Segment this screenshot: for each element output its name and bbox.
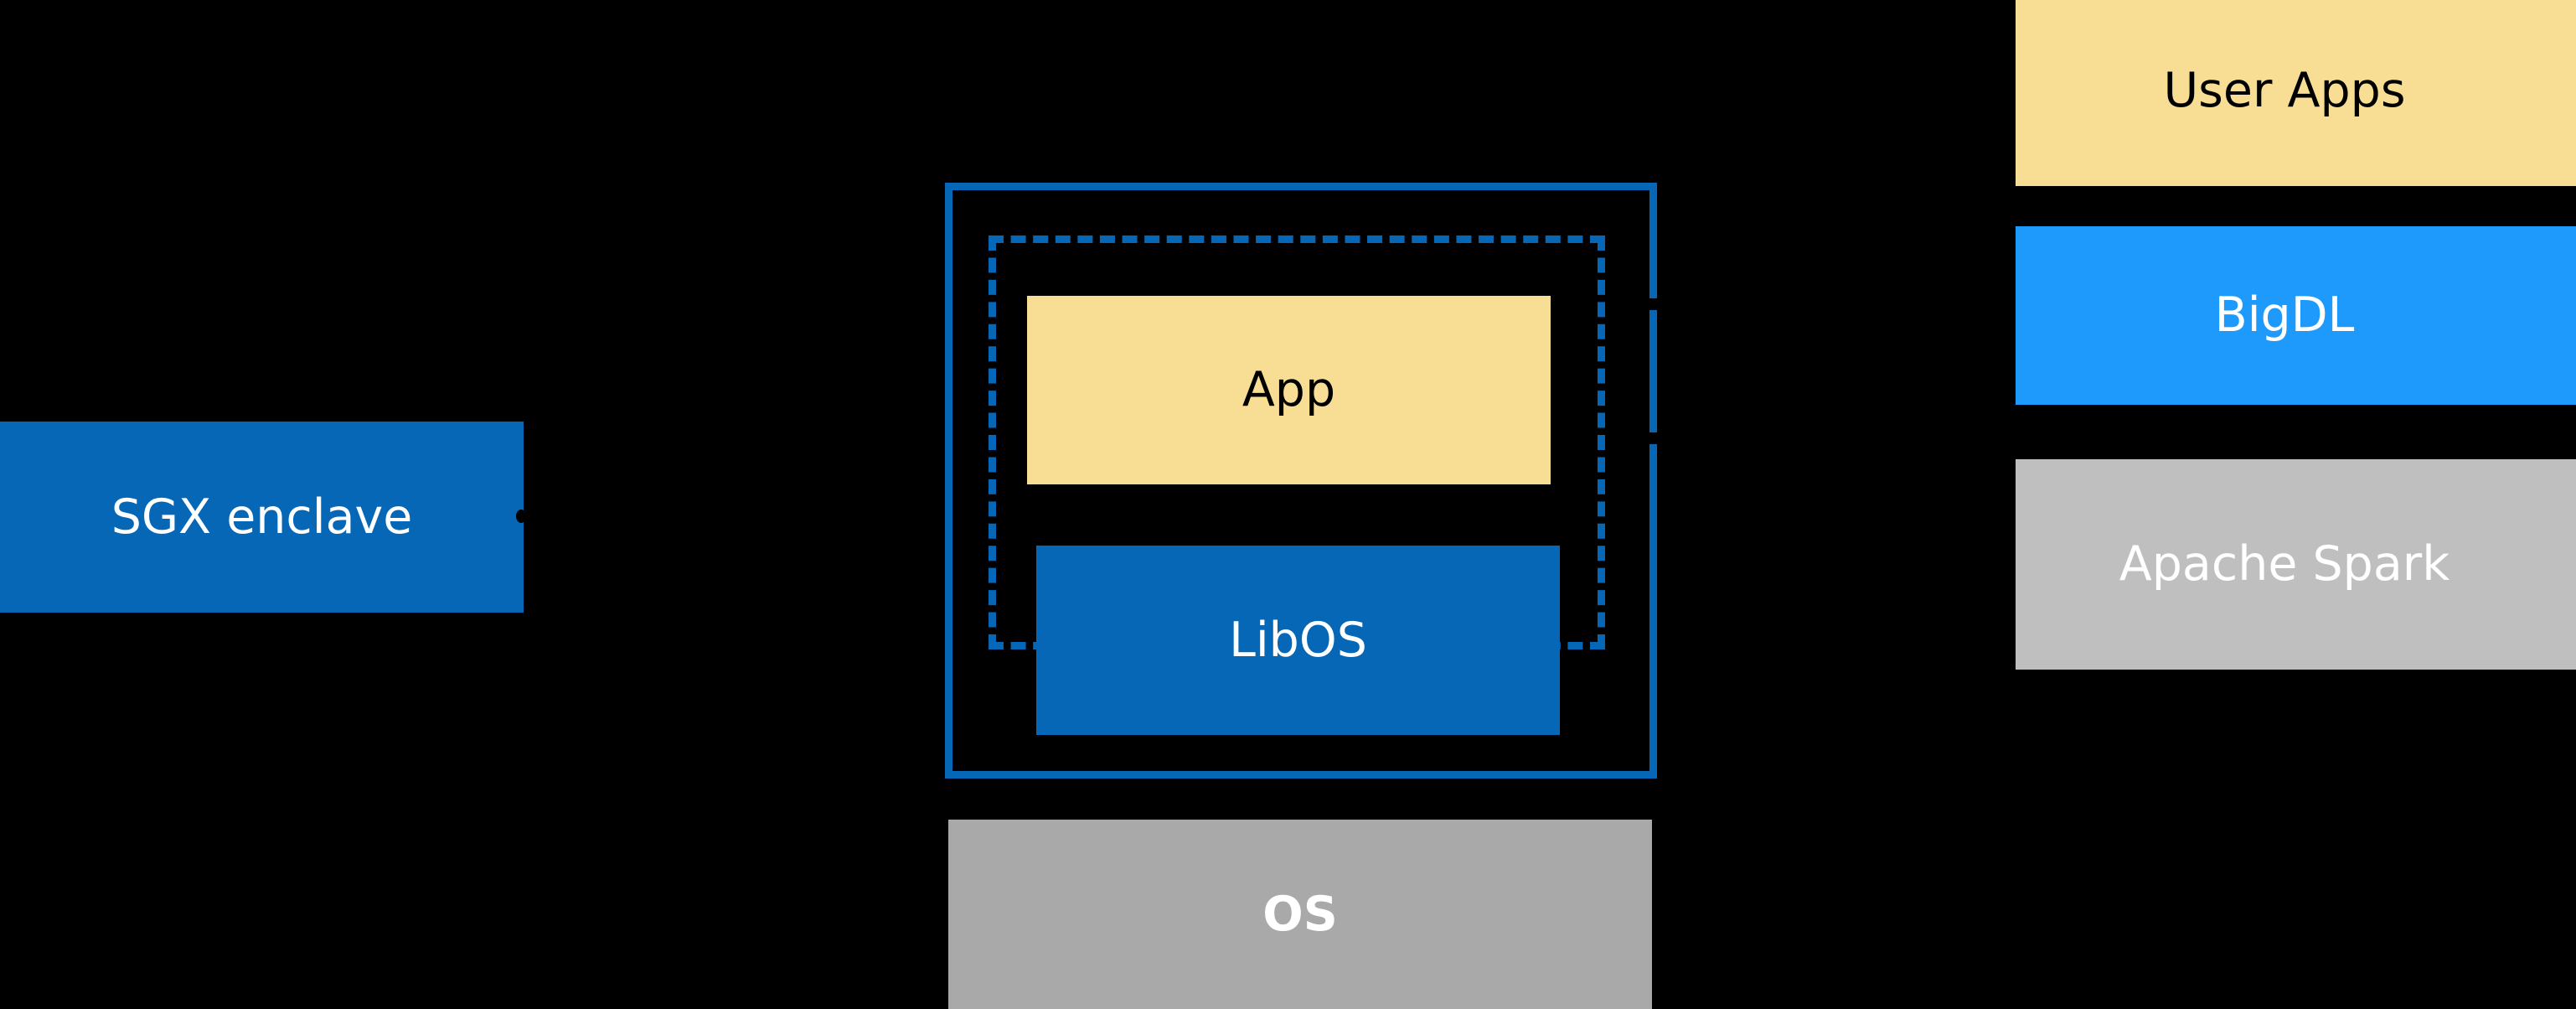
bigdl-box: BigDL: [2016, 226, 2576, 405]
sgx-enclave-connector-notch: [516, 510, 526, 523]
os-box: OS: [948, 820, 1652, 1009]
os-label: OS: [1262, 886, 1338, 942]
user-apps-box: User Apps: [2016, 0, 2576, 186]
enclave-boundary-solid: [945, 183, 1657, 779]
apache-spark-box: Apache Spark: [2016, 459, 2576, 670]
user-apps-label: User Apps: [2163, 62, 2406, 118]
libos-box: LibOS: [1036, 546, 1560, 735]
sgx-enclave-box: SGX enclave: [0, 422, 524, 613]
sgx-enclave-label: SGX enclave: [111, 489, 413, 545]
app-label: App: [1242, 362, 1336, 418]
apache-spark-label: Apache Spark: [2119, 536, 2450, 592]
bigdl-label: BigDL: [2214, 287, 2355, 344]
libos-label: LibOS: [1229, 612, 1367, 668]
app-box: App: [1027, 296, 1551, 484]
